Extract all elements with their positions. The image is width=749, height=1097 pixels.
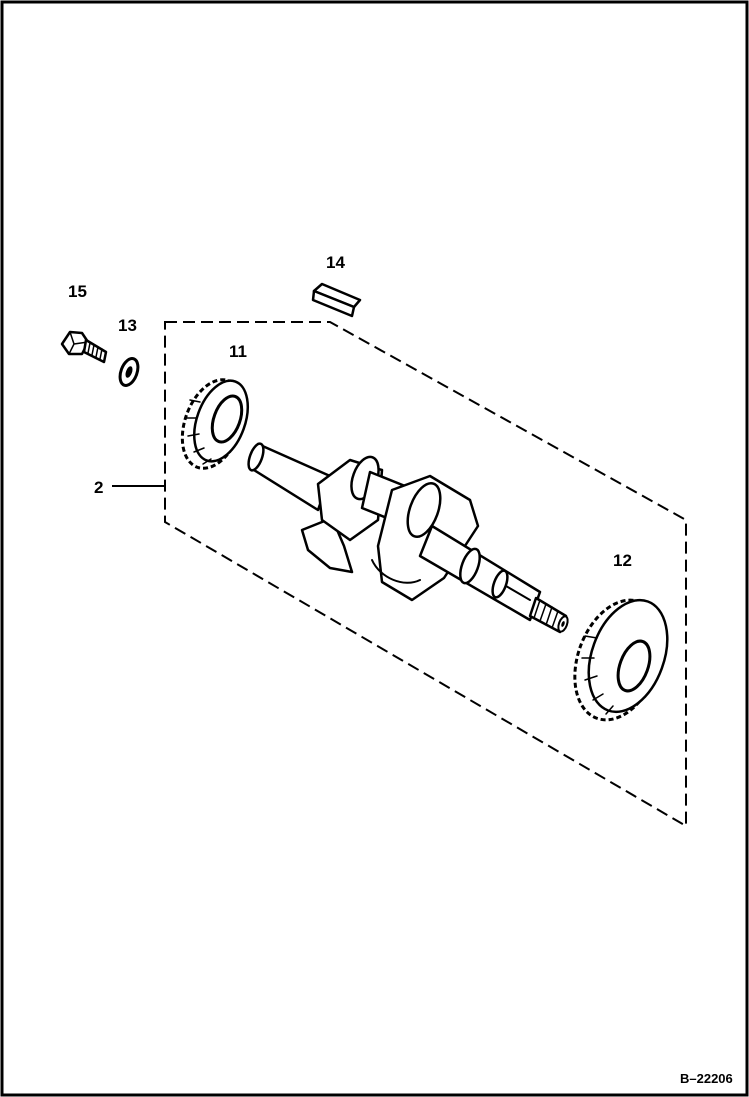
callout-washer: 13 <box>118 316 137 335</box>
callout-gear-upper: 11 <box>229 342 247 361</box>
callout-bolt: 15 <box>68 282 87 301</box>
reference-code: B–22206 <box>680 1071 733 1086</box>
gear-upper-part <box>180 378 249 470</box>
gear-lower-part <box>573 598 669 722</box>
callout-assembly: 2 <box>94 478 103 497</box>
crankshaft-part <box>247 442 569 634</box>
callout-gear-lower: 12 <box>613 551 632 570</box>
assembly-outline <box>164 321 687 828</box>
bolt-part <box>60 330 108 364</box>
callout-key: 14 <box>326 253 345 272</box>
key-part <box>311 282 362 318</box>
washer-part <box>118 357 140 387</box>
